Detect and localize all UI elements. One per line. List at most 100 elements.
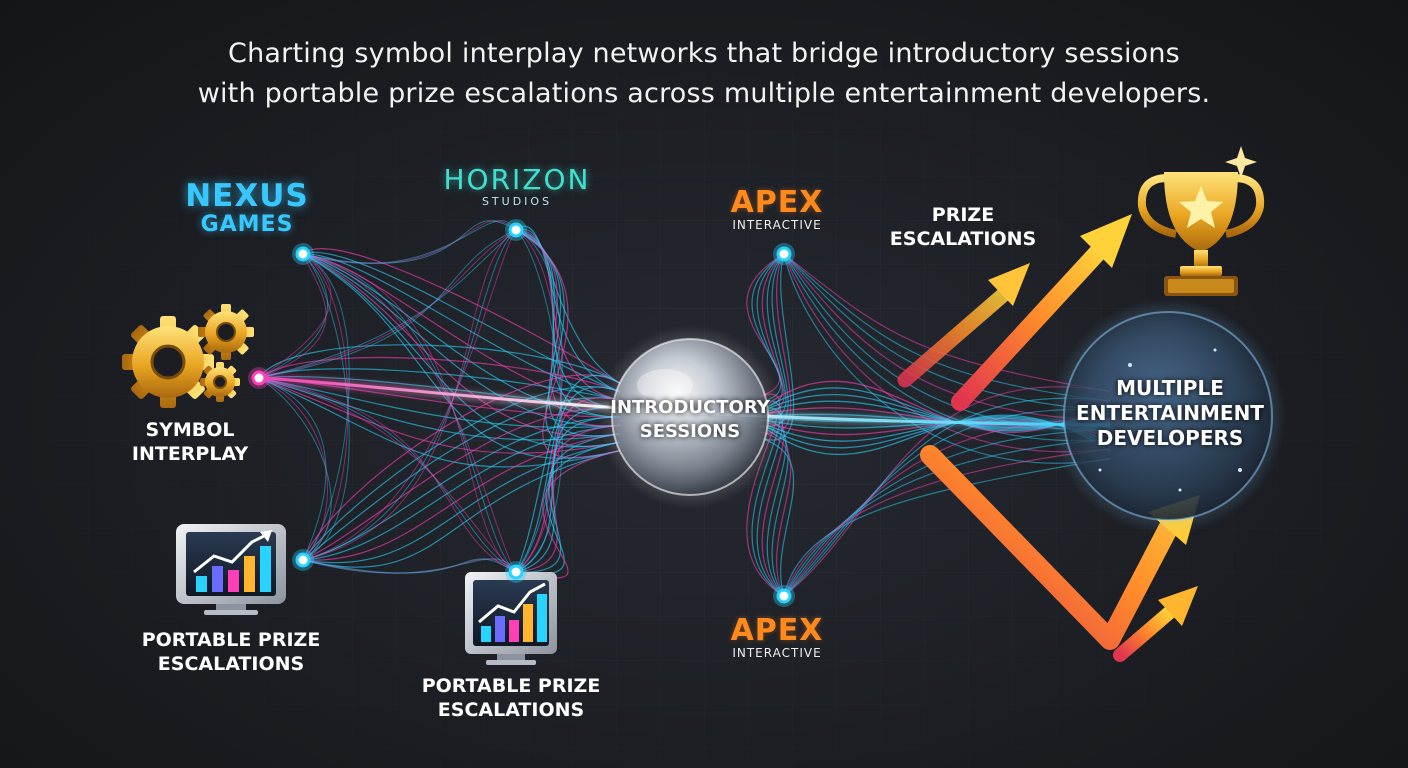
- nexus-logo-line-1: NEXUS: [185, 178, 309, 214]
- network-curve: [302, 424, 621, 561]
- node-dot-horizon: [508, 222, 524, 238]
- apex-bottom-logo-line-1: APEX: [730, 613, 824, 648]
- nexus-games-logo: NEXUS GAMES: [172, 180, 322, 238]
- portable-prize-label-left: PORTABLE PRIZE ESCALATIONS: [121, 628, 341, 676]
- apex-top-logo-line-2: INTERACTIVE: [732, 218, 822, 232]
- portable-prize-label-center: PORTABLE PRIZE ESCALATIONS: [400, 674, 622, 722]
- network-curve: [302, 416, 621, 561]
- node-dot-apexTop: [776, 246, 792, 262]
- network-curve: [783, 386, 1111, 597]
- network-curve: [302, 248, 621, 384]
- network-curve: [302, 220, 517, 264]
- network-curve: [258, 344, 621, 384]
- network-curve: [302, 407, 621, 561]
- star-sparkle-icon: [1225, 146, 1257, 178]
- network-curve: [302, 253, 517, 573]
- horizon-logo-line-1: HORIZON: [443, 163, 591, 196]
- network-curve: [515, 397, 621, 573]
- horizon-logo-line-2: STUDIOS: [481, 195, 553, 208]
- network-curve: [258, 377, 621, 428]
- intro-sessions-sphere: [598, 325, 782, 509]
- network-curve: [783, 253, 1111, 392]
- symbol-interplay-line-2: INTERPLAY: [131, 443, 249, 465]
- network-curve: [783, 458, 1111, 597]
- horizon-studios-logo: HORIZON STUDIOS: [425, 165, 609, 209]
- network-curve: [258, 377, 332, 561]
- network-curve: [302, 253, 350, 561]
- network-curve: [783, 253, 1111, 412]
- network-curve: [759, 431, 792, 597]
- headline-line-1: Charting symbol interplay networks that …: [228, 38, 1180, 69]
- portable-center-line-1: PORTABLE PRIZE: [421, 675, 601, 697]
- portable-left-line-1: PORTABLE PRIZE: [141, 629, 321, 651]
- network-nodes: [248, 219, 795, 607]
- node-dot-symbol: [251, 370, 267, 386]
- network-curve: [783, 253, 1111, 453]
- network-curve: [258, 253, 327, 379]
- network-curve: [258, 253, 332, 379]
- network-curve: [515, 416, 621, 573]
- network-curve: [302, 253, 350, 561]
- portable-left-line-2: ESCALATIONS: [157, 653, 305, 675]
- network-curve: [302, 251, 621, 393]
- network-curve: [515, 433, 621, 573]
- network-curve: [515, 386, 621, 573]
- network-curve: [302, 253, 621, 410]
- headline-line-2: with portable prize escalations across m…: [197, 78, 1211, 109]
- network-curve: [783, 253, 1111, 464]
- network-curve: [258, 356, 621, 393]
- central-beam: [261, 376, 1111, 427]
- network-curve: [302, 253, 349, 561]
- network-curve: [302, 253, 517, 573]
- network-curve: [302, 386, 621, 561]
- network-curve: [302, 220, 517, 264]
- network-curve: [302, 253, 621, 401]
- network-curve: [302, 397, 621, 561]
- network-curve: [783, 408, 1111, 597]
- network-curve: [302, 433, 621, 561]
- network-curve: [515, 424, 621, 573]
- developers-line-2: ENTERTAINMENT: [1076, 401, 1264, 425]
- network-curve: [258, 377, 327, 561]
- network-curve: [302, 558, 517, 574]
- network-curve: [783, 397, 1111, 597]
- network-curve: [258, 253, 328, 379]
- network-curve: [783, 253, 1111, 421]
- nexus-logo-line-2: GAMES: [200, 212, 294, 237]
- network-curve: [515, 450, 621, 579]
- intro-sessions-line-2: SESSIONS: [639, 421, 741, 442]
- chart-monitor-icon: [465, 572, 557, 665]
- network-curve: [258, 377, 517, 573]
- symbol-interplay-line-1: SYMBOL: [145, 419, 235, 441]
- prize-escalations-line-1: PRIZE: [931, 204, 995, 226]
- network-curve: [258, 377, 328, 561]
- headline: Charting symbol interplay networks that …: [0, 34, 1408, 114]
- trophy-icon: [1137, 172, 1265, 296]
- network-lines: [258, 220, 1111, 597]
- node-dot-portableMid: [508, 564, 524, 580]
- intro-sessions-line-1: INTRODUCTORY: [610, 397, 770, 418]
- network-curve: [258, 229, 517, 379]
- prize-escalations-label: PRIZE ESCALATIONS: [880, 203, 1046, 251]
- network-curve: [515, 374, 621, 573]
- network-curve: [258, 377, 621, 454]
- network-curve: [783, 438, 1111, 597]
- network-curve: [746, 253, 785, 397]
- network-curve: [302, 253, 621, 437]
- developers-line-3: DEVELOPERS: [1096, 426, 1244, 450]
- developers-sphere: [1050, 298, 1286, 534]
- node-dot-portable: [295, 552, 311, 568]
- symbol-interplay-label: SYMBOL INTERPLAY: [110, 418, 270, 466]
- network-curve: [302, 253, 517, 573]
- network-curve: [258, 368, 621, 401]
- apex-bottom-logo-line-2: INTERACTIVE: [732, 646, 822, 660]
- network-curve: [783, 253, 1111, 402]
- apex-interactive-logo-top: APEX INTERACTIVE: [710, 188, 844, 233]
- developers-label: MULTIPLE ENTERTAINMENT DEVELOPERS: [1058, 376, 1282, 451]
- intro-sessions-label: INTRODUCTORY SESSIONS: [590, 396, 790, 444]
- network-curve: [258, 377, 517, 573]
- network-curve: [783, 429, 1111, 597]
- network-curve: [515, 228, 621, 393]
